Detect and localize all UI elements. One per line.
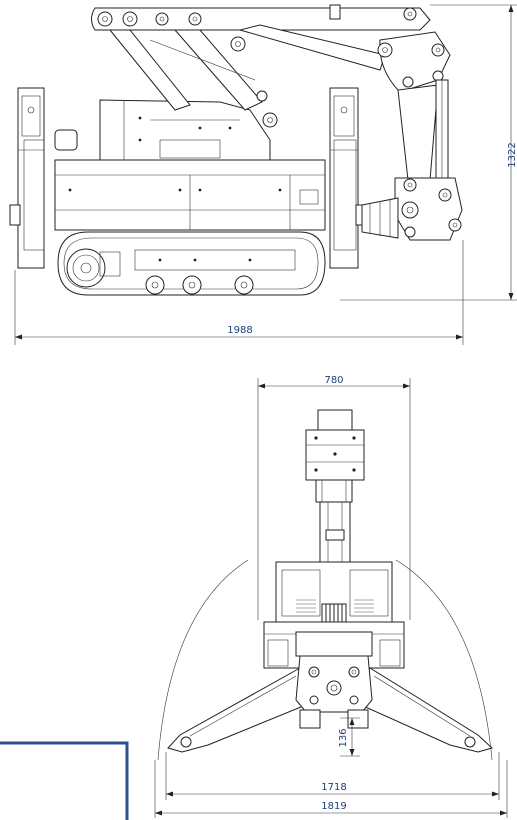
right-outrigger-side (329, 87, 369, 269)
dimension-outrigger-inner: 1718 (165, 752, 500, 800)
dim-clearance: 136 (338, 728, 349, 747)
side-view: 1322 1988 (9, 4, 517, 345)
tool-head-front (305, 409, 365, 503)
tool-head-side (361, 177, 463, 241)
outrigger-legs-front (167, 655, 493, 753)
dimension-outrigger-outer: 1819 (154, 760, 508, 818)
engine-housing (54, 99, 271, 161)
forearm (377, 31, 451, 181)
dim-outrigger-inner: 1718 (321, 782, 346, 793)
dimension-side-length: 1988 (14, 240, 464, 345)
dim-side-length: 1988 (227, 325, 252, 336)
swing-arc-right (395, 559, 493, 761)
dim-top-width: 780 (324, 375, 343, 386)
front-view: 780 (154, 375, 508, 818)
dimension-clearance: 136 (338, 717, 360, 757)
dim-side-height: 1322 (507, 142, 517, 167)
swing-arc-left (157, 559, 249, 761)
boom-arm (91, 4, 431, 128)
dim-outrigger-outer: 1819 (321, 801, 346, 812)
engine-front (275, 561, 393, 625)
dimension-side-height: 1322 (340, 4, 517, 301)
chassis-body (54, 159, 326, 231)
frame-border (0, 741, 129, 820)
left-outrigger-side (9, 87, 45, 269)
dimension-top-width: 780 (257, 375, 411, 620)
crawler-track (57, 231, 326, 296)
